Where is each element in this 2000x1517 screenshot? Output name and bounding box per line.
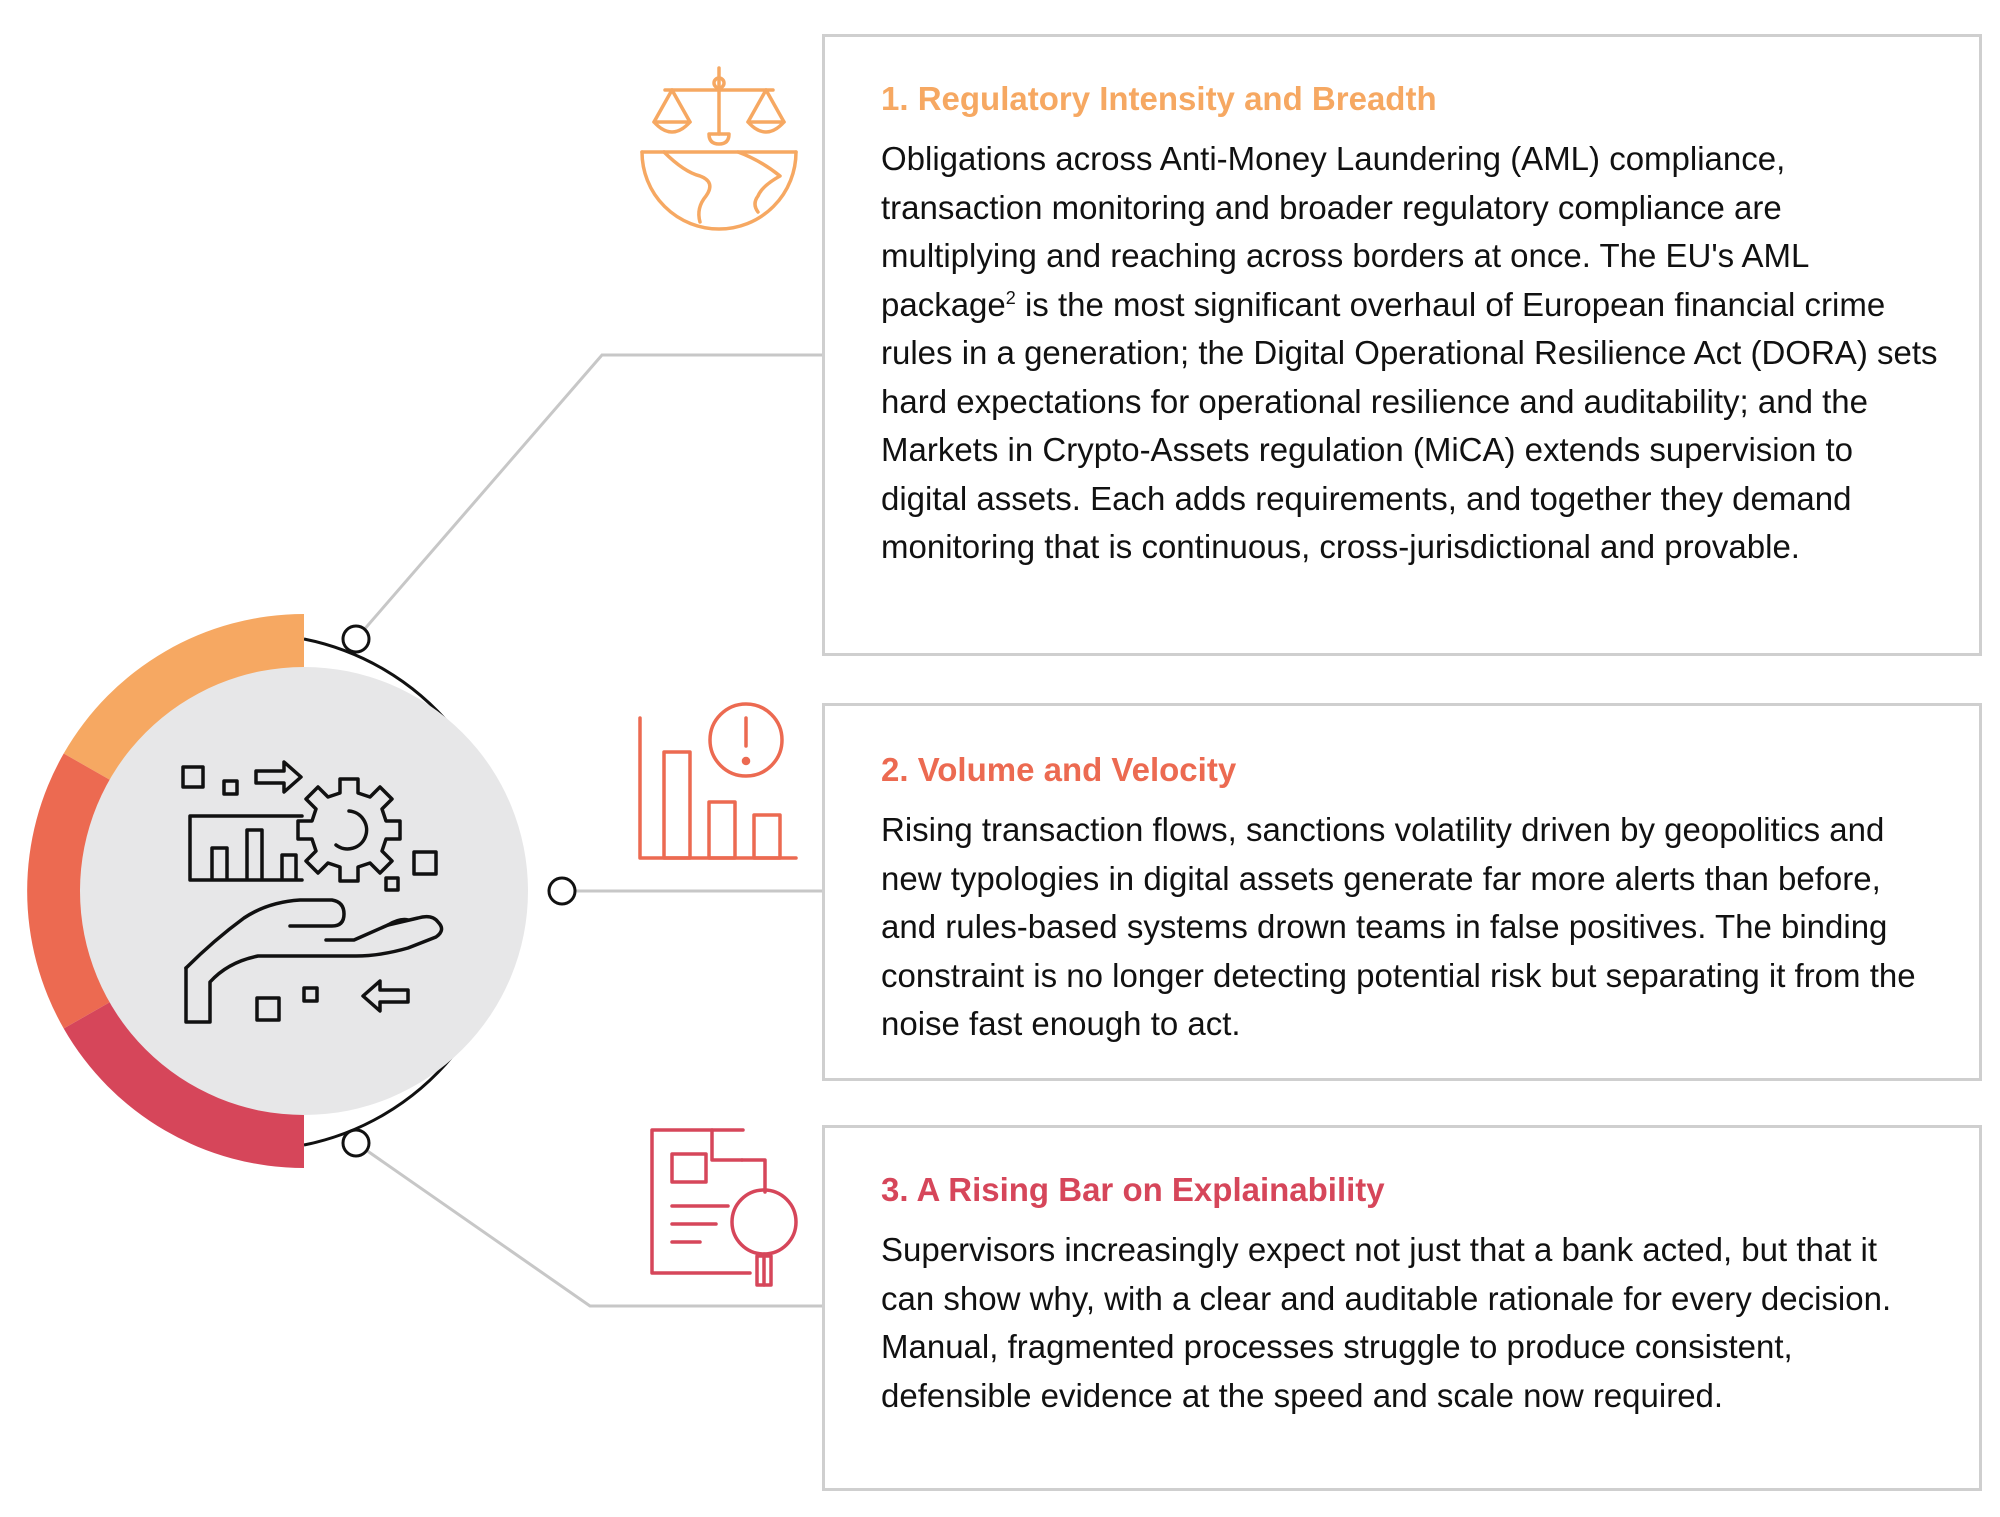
- card-body: Rising transaction flows, sanctions vola…: [881, 811, 1916, 1042]
- card-title: 1. Regulatory Intensity and Breadth: [881, 80, 1437, 117]
- card-body: Obligations across Anti-Money Laundering…: [881, 135, 1939, 572]
- center-disc: [80, 667, 528, 1115]
- arc-segment-orange: [63, 614, 305, 784]
- bar-chart-alert-icon: [638, 702, 798, 860]
- scales-globe-icon: [640, 66, 798, 231]
- connector-line-3: [355, 1141, 822, 1308]
- arc-segment-red: [63, 998, 305, 1168]
- card-body-text-continued: is the most significant overhaul of Euro…: [881, 285, 1938, 566]
- connector-node-1: [341, 624, 371, 654]
- footnote-marker: 2: [1005, 287, 1016, 308]
- card-body-text: Obligations across Anti-Money Laundering…: [881, 140, 1809, 323]
- card-explainability: 3. A Rising Bar on Explainability Superv…: [822, 1125, 1982, 1491]
- card-title: 3. A Rising Bar on Explainability: [881, 1171, 1385, 1208]
- card-regulatory-intensity: 1. Regulatory Intensity and Breadth Obli…: [822, 34, 1982, 656]
- card-body: Supervisors increasingly expect not just…: [881, 1231, 1892, 1414]
- document-magnifier-icon: [650, 1128, 798, 1287]
- card-title: 2. Volume and Velocity: [881, 751, 1237, 788]
- connector-lines: [354, 353, 822, 1308]
- connector-line-1: [354, 353, 822, 640]
- connector-node-3: [341, 1128, 371, 1158]
- connector-nodes: [341, 624, 577, 1158]
- card-volume-velocity: 2. Volume and Velocity Rising transactio…: [822, 703, 1982, 1081]
- connector-node-2: [547, 876, 577, 906]
- hand-data-gear-icon: [181, 760, 444, 1024]
